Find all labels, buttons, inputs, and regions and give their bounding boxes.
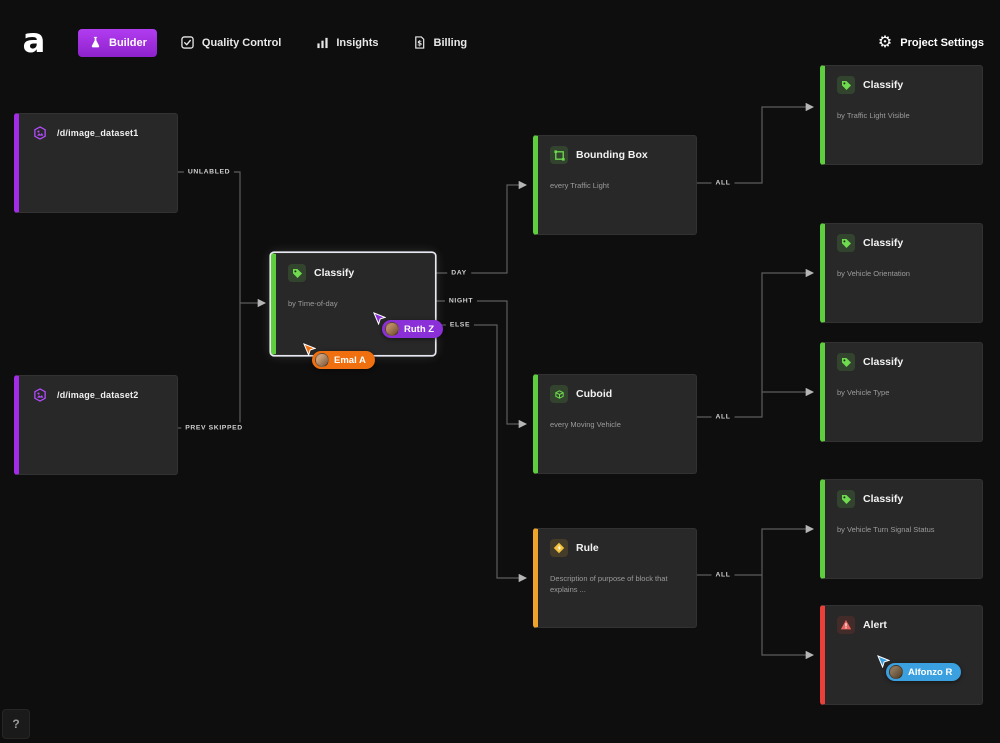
edge-path [697, 524, 815, 576]
insights-icon [315, 36, 329, 50]
app-logo: a [22, 20, 46, 61]
alert-icon [837, 616, 855, 634]
edge-label-all: ALL [711, 411, 735, 423]
quality-control-icon [181, 36, 195, 50]
node-subtitle: by Vehicle Type [837, 388, 890, 397]
node-subtitle: Description of purpose of block that exp… [550, 574, 668, 595]
node-title: Classify [314, 267, 355, 279]
cursor-ruth: Ruth Z [373, 312, 444, 338]
node-title: Classify [863, 356, 904, 368]
node-classify-vehicle-turn-signal[interactable]: Classify by Vehicle Turn Signal Status [820, 479, 983, 579]
node-title: Classify [863, 79, 904, 91]
node-subtitle: by Vehicle Orientation [837, 269, 910, 278]
node-subtitle: by Vehicle Turn Signal Status [837, 525, 935, 534]
tab-label: Quality Control [201, 36, 282, 49]
node-classify-vehicle-type[interactable]: Classify by Vehicle Type [820, 342, 983, 442]
node-title: Alert [863, 619, 887, 631]
node-subtitle: every Moving Vehicle [550, 420, 621, 429]
edge-path [435, 324, 528, 583]
cuboid-icon [550, 385, 568, 403]
edge-path [178, 303, 241, 429]
classify-icon [837, 76, 855, 94]
cursor-emal: Emal A [303, 343, 375, 369]
avatar [385, 322, 399, 336]
edge-path [697, 268, 815, 418]
node-subtitle: every Traffic Light [550, 181, 610, 190]
cursor-alfonzo: Alfonzo R [877, 655, 962, 681]
avatar [889, 665, 903, 679]
node-title: Rule [576, 542, 599, 554]
cursor-name: Alfonzo R [908, 666, 953, 678]
cursor-arrow-icon [373, 312, 386, 325]
help-button[interactable]: ? [2, 709, 30, 739]
node-title: Classify [863, 237, 904, 249]
edge-label-all: ALL [711, 177, 735, 189]
edge-label-unlabled: UNLABLED [183, 166, 235, 178]
project-settings-button[interactable]: ⚙ Project Settings [877, 33, 984, 51]
edge-label-else: ELSE [445, 319, 475, 331]
top-bar: a Builder Quality Control Insights $ Bil… [0, 0, 1000, 85]
project-settings-label: Project Settings [900, 36, 984, 49]
rule-icon [550, 539, 568, 557]
edge-label-day: DAY [447, 267, 471, 279]
billing-icon: $ [413, 36, 427, 50]
edge-path [697, 102, 815, 184]
cursor-name: Ruth Z [404, 323, 435, 335]
cursor-arrow-icon [877, 655, 890, 668]
cursor-name: Emal A [334, 354, 366, 366]
dataset-label: /d/image_dataset2 [57, 390, 139, 400]
dataset-icon [31, 386, 49, 404]
cursor-arrow-icon [303, 343, 316, 356]
edge-label-prev-skipped: PREV SKIPPED [181, 422, 247, 434]
node-rule[interactable]: Rule Description of purpose of block tha… [533, 528, 697, 628]
node-cuboid[interactable]: Cuboid every Moving Vehicle [533, 374, 697, 474]
node-title: Classify [863, 493, 904, 505]
classify-icon [837, 353, 855, 371]
node-classify-vehicle-orientation[interactable]: Classify by Vehicle Orientation [820, 223, 983, 323]
tab-quality-control[interactable]: Quality Control [171, 29, 291, 57]
edge-path [761, 575, 815, 660]
node-title: Bounding Box [576, 149, 648, 161]
tab-insights[interactable]: Insights [305, 29, 388, 57]
node-classify-traffic-light-visible[interactable]: Classify by Traffic Light Visible [820, 65, 983, 165]
dataset-label: /d/image_dataset1 [57, 128, 139, 138]
edge-label-night: NIGHT [444, 295, 478, 307]
tab-builder[interactable]: Builder [78, 28, 157, 57]
node-subtitle: by Traffic Light Visible [837, 111, 910, 120]
edge-path [435, 180, 528, 274]
bounding-box-icon [550, 146, 568, 164]
svg-text:$: $ [417, 40, 422, 48]
tab-label: Insights [336, 36, 379, 49]
edge-path [178, 171, 267, 308]
classify-icon [288, 264, 306, 282]
tab-label: Builder [109, 36, 147, 49]
avatar [315, 353, 329, 367]
node-classify-time-of-day[interactable]: Classify by Time-of-day [271, 253, 435, 355]
classify-icon [837, 490, 855, 508]
gear-icon: ⚙ [877, 33, 893, 51]
dataset-icon [31, 124, 49, 142]
tab-label: Billing [433, 36, 468, 49]
node-dataset2[interactable]: /d/image_dataset2 [14, 375, 178, 475]
node-alert[interactable]: Alert [820, 605, 983, 705]
tab-billing[interactable]: $ Billing [403, 29, 478, 57]
node-title: Cuboid [576, 388, 613, 400]
builder-icon [88, 36, 102, 50]
node-subtitle: by Time-of-day [288, 299, 338, 308]
main-nav: Builder Quality Control Insights $ Billi… [78, 28, 478, 57]
classify-icon [837, 234, 855, 252]
node-dataset1[interactable]: /d/image_dataset1 [14, 113, 178, 213]
edge-label-all: ALL [711, 569, 735, 581]
node-bounding-box[interactable]: Bounding Box every Traffic Light [533, 135, 697, 235]
